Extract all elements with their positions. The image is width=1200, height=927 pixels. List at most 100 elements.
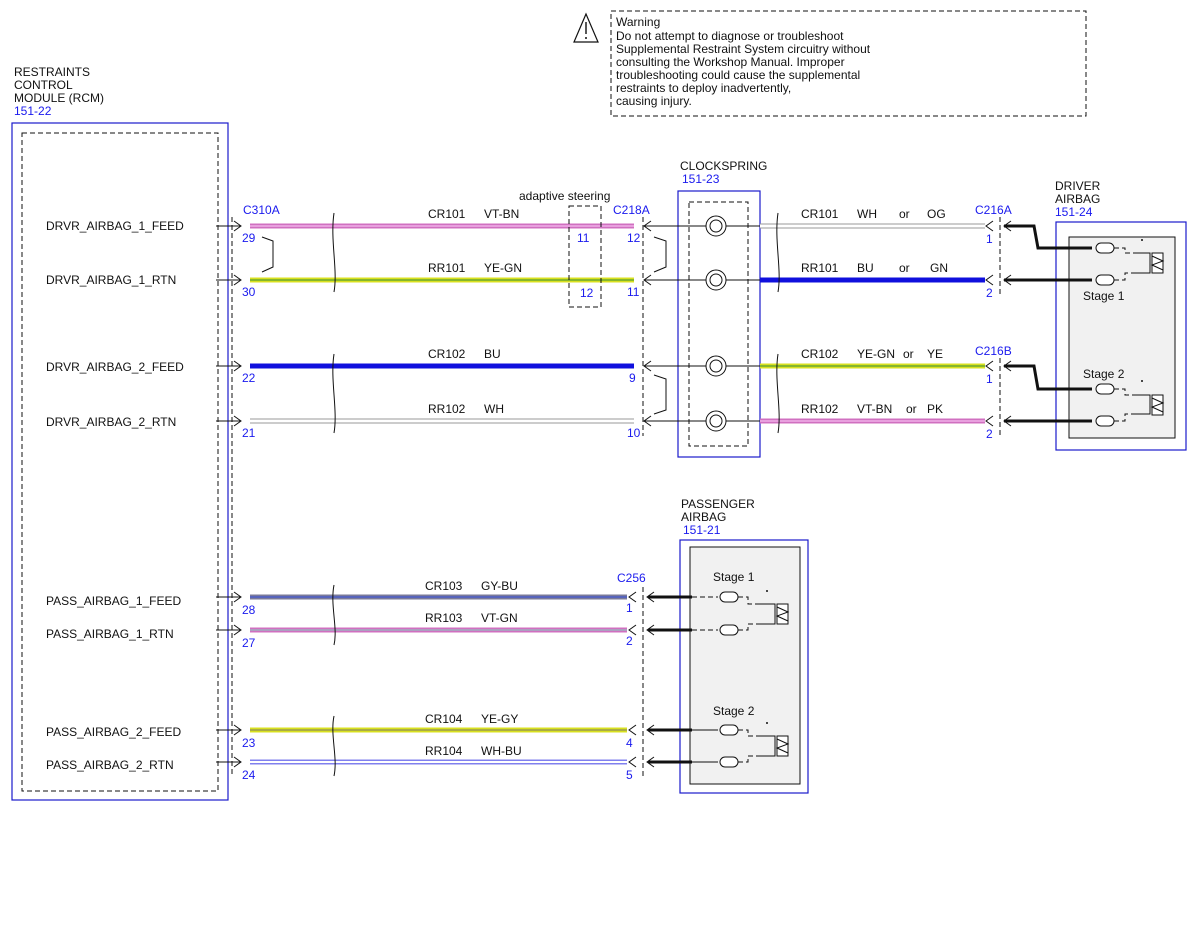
wire-color-code: WH (857, 207, 877, 221)
or-separator: or (906, 402, 917, 416)
rcm-signal-label: DRVR_AIRBAG_2_RTN (46, 415, 176, 429)
adaptive-steering-label: adaptive steering (519, 189, 610, 203)
connector-label-c218a: C218A (613, 203, 650, 217)
warning-line: troubleshooting could cause the suppleme… (616, 68, 860, 82)
clockspring-terminal (705, 355, 727, 377)
pin-number: 1 (626, 601, 633, 615)
circuit-id: RR101 (428, 261, 466, 275)
wire-color-code: GY-BU (481, 579, 518, 593)
pin-number: 21 (242, 426, 256, 440)
rcm-title-line: CONTROL (14, 78, 73, 92)
pin-number: 22 (242, 371, 256, 385)
circuit-id: CR101 (801, 207, 839, 221)
squib-icon (1095, 380, 1165, 427)
pin-number: 24 (242, 768, 256, 782)
twisted-pair-marker (332, 584, 336, 646)
wire-color-code: BU (484, 347, 501, 361)
driver-stage-label: Stage 2 (1083, 367, 1125, 381)
wire-color-code: VT-GN (481, 611, 518, 625)
twisted-pair-marker (332, 353, 336, 434)
wire-color-code: YE-GN (857, 347, 895, 361)
connector-label-c310a: C310A (243, 203, 280, 217)
squib-icon (719, 590, 790, 636)
driver-airbag-title-line: DRIVER (1055, 179, 1101, 193)
wire-color-code: VT-BN (857, 402, 892, 416)
warning-triangle-icon (573, 12, 599, 43)
warning-line: Do not attempt to diagnose or troublesho… (616, 29, 844, 43)
rcm-signal-label: DRVR_AIRBAG_1_FEED (46, 219, 184, 233)
circuit-id: RR102 (801, 402, 839, 416)
pin-number: 4 (626, 736, 633, 750)
pin-number: 29 (242, 231, 256, 245)
clockspring-to-airbag-wires: CR101 WH or OG 1 RR101 BU or GN 2 CR102 … (726, 207, 993, 441)
pin-number: 9 (629, 371, 636, 385)
warning-box: Warning Do not attempt to diagnose or tr… (573, 10, 1087, 117)
pin-number: 2 (986, 427, 993, 441)
connector-arrows (628, 591, 655, 768)
rcm-signal-label: PASS_AIRBAG_2_FEED (46, 725, 182, 739)
twisted-pair-marker (776, 353, 780, 434)
driver-airbag-ref: 151-24 (1055, 205, 1093, 219)
pin-number: 11 (577, 231, 590, 245)
twisted-pair-marker (332, 715, 336, 777)
wire-color-code: YE-GY (481, 712, 518, 726)
clockspring-terminal (705, 410, 727, 432)
wire-color-code: BU (857, 261, 874, 275)
twisted-pair-marker (332, 212, 336, 293)
squib-icon (1095, 239, 1165, 286)
wire-color-code: WH-BU (481, 744, 522, 758)
rcm-signal-label: DRVR_AIRBAG_1_RTN (46, 273, 176, 287)
warning-line: causing injury. (616, 94, 692, 108)
shorting-bar-bracket (653, 374, 667, 415)
or-separator: or (903, 347, 914, 361)
pin-number: 28 (242, 603, 256, 617)
warning-line: consulting the Workshop Manual. Improper (616, 55, 845, 69)
pin-number: 12 (627, 231, 641, 245)
connector-label-c216b: C216B (975, 344, 1012, 358)
pin-number: 5 (626, 768, 633, 782)
circuit-id: CR102 (428, 347, 466, 361)
rcm-ref: 151-22 (14, 104, 52, 118)
wire-color-code: PK (927, 402, 943, 416)
circuit-id: CR103 (425, 579, 463, 593)
connector-arrows (985, 220, 1012, 427)
clockspring-ref: 151-23 (682, 172, 720, 186)
circuit-id: CR102 (801, 347, 839, 361)
pin-number: 1 (986, 372, 993, 386)
passenger-wire-group: 28 CR103 GY-BU 1 27 RR103 VT-GN 2 23 CR1… (216, 579, 633, 782)
passenger-stage-label: Stage 1 (713, 570, 755, 584)
or-separator: or (899, 261, 910, 275)
circuit-id: RR103 (425, 611, 463, 625)
warning-line: Supplemental Restraint System circuitry … (616, 42, 871, 56)
warning-line: restraints to deploy inadvertently, (616, 81, 791, 95)
shorting-bar-bracket (653, 236, 667, 273)
connector-label-c256: C256 (617, 571, 646, 585)
passenger-airbag-title-line: AIRBAG (681, 510, 726, 524)
clockspring-module: CLOCKSPRING 151-23 (643, 159, 767, 458)
pin-number: 12 (580, 286, 594, 300)
circuit-id: CR104 (425, 712, 463, 726)
clockspring-terminal (705, 215, 727, 237)
passenger-stage-label: Stage 2 (713, 704, 755, 718)
connector-label-c216a: C216A (975, 203, 1012, 217)
wire-color-code: GN (930, 261, 948, 275)
passenger-airbag-module: PASSENGER AIRBAG 151-21 Stage 1 Stage 2 (648, 497, 809, 794)
driver-wire-group: 29 CR101 VT-BN 12 30 RR101 YE-GN 11 22 C… (216, 207, 641, 440)
pin-number: 10 (627, 426, 641, 440)
warning-title: Warning (616, 15, 660, 29)
wire-color-code: YE-GN (484, 261, 522, 275)
pin-number: 11 (627, 285, 640, 299)
circuit-id: RR101 (801, 261, 839, 275)
pin-number: 23 (242, 736, 256, 750)
adaptive-steering-option: adaptive steering 11 12 (519, 189, 610, 308)
clockspring-title: CLOCKSPRING (680, 159, 767, 173)
or-separator: or (899, 207, 910, 221)
rcm-signal-label: PASS_AIRBAG_1_FEED (46, 594, 182, 608)
circuit-id: RR102 (428, 402, 466, 416)
rcm-signal-label: PASS_AIRBAG_2_RTN (46, 758, 174, 772)
rcm-title-line: MODULE (RCM) (14, 91, 104, 105)
clockspring-terminal (705, 269, 727, 291)
passenger-airbag-ref: 151-21 (683, 523, 721, 537)
wire-color-code: YE (927, 347, 943, 361)
